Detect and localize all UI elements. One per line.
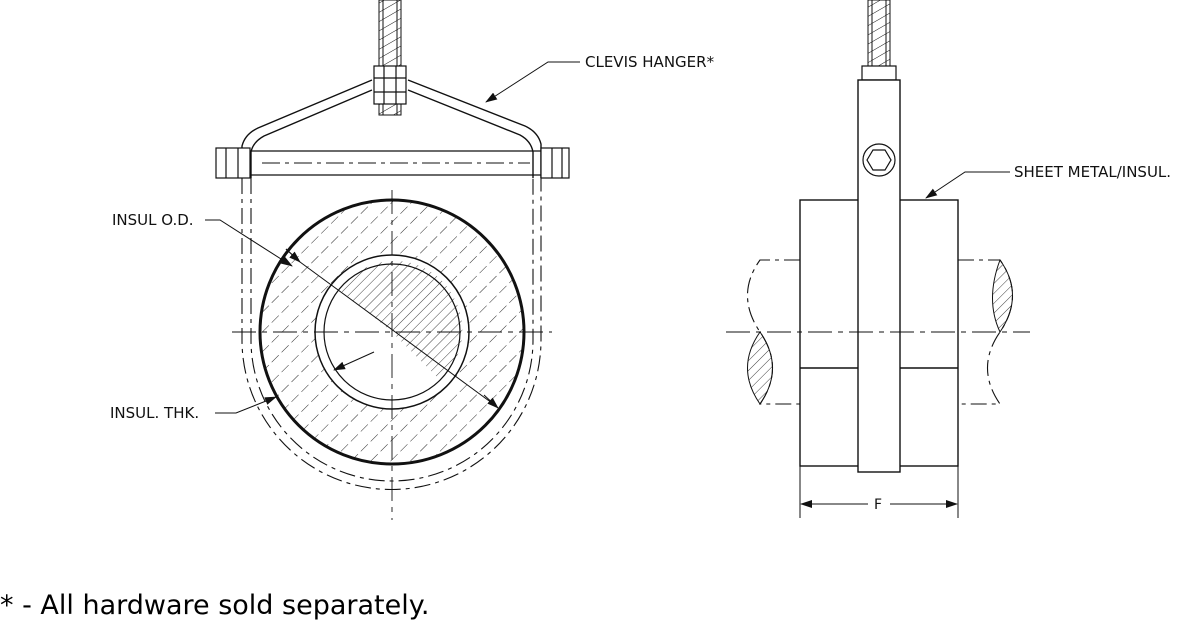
od-dimension-line: [299, 261, 497, 407]
insul-thk-label: INSUL. THK.: [110, 404, 199, 422]
dimension-f: [799, 466, 959, 518]
side-clevis-strap: [857, 79, 901, 473]
rod-nut: [373, 65, 407, 105]
insul-od-label: INSUL O.D.: [112, 211, 194, 229]
sheet-metal-label: SHEET METAL/INSUL.: [1014, 163, 1171, 181]
dimension-f-label: F: [874, 497, 882, 513]
cross-bolt: [215, 147, 570, 179]
clevis-yoke: [241, 79, 542, 178]
leaders-left: [205, 61, 580, 414]
side-bolt: [862, 143, 896, 177]
front-view: [215, 0, 570, 520]
side-pipe-end-left: [747, 331, 773, 405]
centerlines: [232, 190, 552, 520]
side-pipe-end-right: [992, 258, 1013, 334]
clevis-hanger-label: CLEVIS HANGER*: [585, 53, 715, 71]
footnote: * - All hardware sold separately.: [0, 590, 430, 621]
side-view: [726, 0, 1030, 518]
side-rod-nut: [861, 65, 897, 81]
insulation-ring: [260, 200, 524, 464]
side-threaded-rod: [867, 0, 891, 73]
